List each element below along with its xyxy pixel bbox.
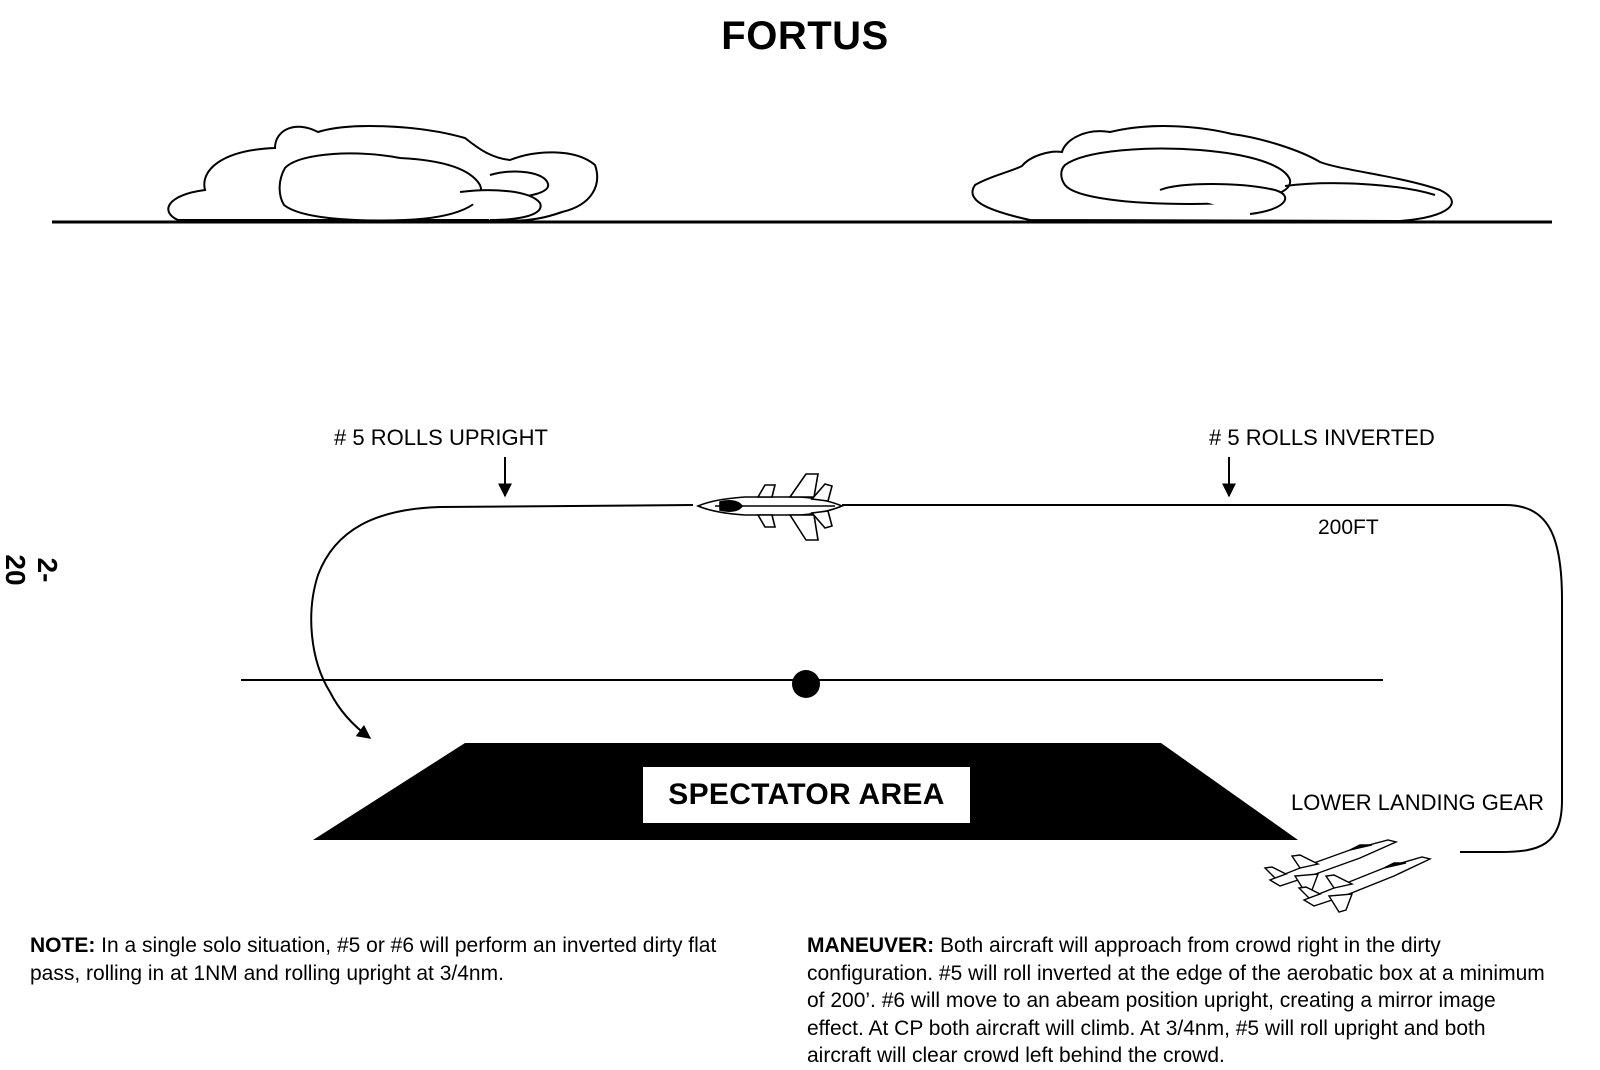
note-text: In a single solo situation, #5 or #6 wil… bbox=[30, 934, 717, 985]
flight-path-right bbox=[842, 504, 1563, 853]
rolls-upright-label: # 5 ROLLS UPRIGHT bbox=[334, 425, 548, 450]
jet-aircraft-icon bbox=[695, 473, 845, 541]
rolls-inverted-label: # 5 ROLLS INVERTED bbox=[1209, 425, 1435, 450]
cloud-icon bbox=[167, 125, 599, 222]
altitude-label: 200FT bbox=[1318, 516, 1379, 539]
page-title: FORTUS bbox=[721, 14, 889, 58]
jet-aircraft-icon bbox=[1297, 856, 1433, 913]
center-point-marker bbox=[792, 670, 820, 698]
jet-aircraft-icon bbox=[1263, 839, 1399, 893]
note-block: NOTE: In a single solo situation, #5 or … bbox=[30, 932, 760, 987]
cloud-icon bbox=[971, 125, 1453, 223]
lower-landing-gear-label: LOWER LANDING GEAR bbox=[1291, 790, 1545, 815]
maneuver-heading: MANEUVER: bbox=[807, 934, 935, 957]
page-number: 2-20 bbox=[0, 554, 63, 586]
maneuver-block: MANEUVER: Both aircraft will approach fr… bbox=[807, 932, 1552, 1070]
spectator-area-label: SPECTATOR AREA bbox=[643, 767, 970, 823]
maneuver-text: Both aircraft will approach from crowd r… bbox=[807, 934, 1545, 1067]
flight-path-left bbox=[310, 504, 694, 739]
note-heading: NOTE: bbox=[30, 934, 96, 957]
